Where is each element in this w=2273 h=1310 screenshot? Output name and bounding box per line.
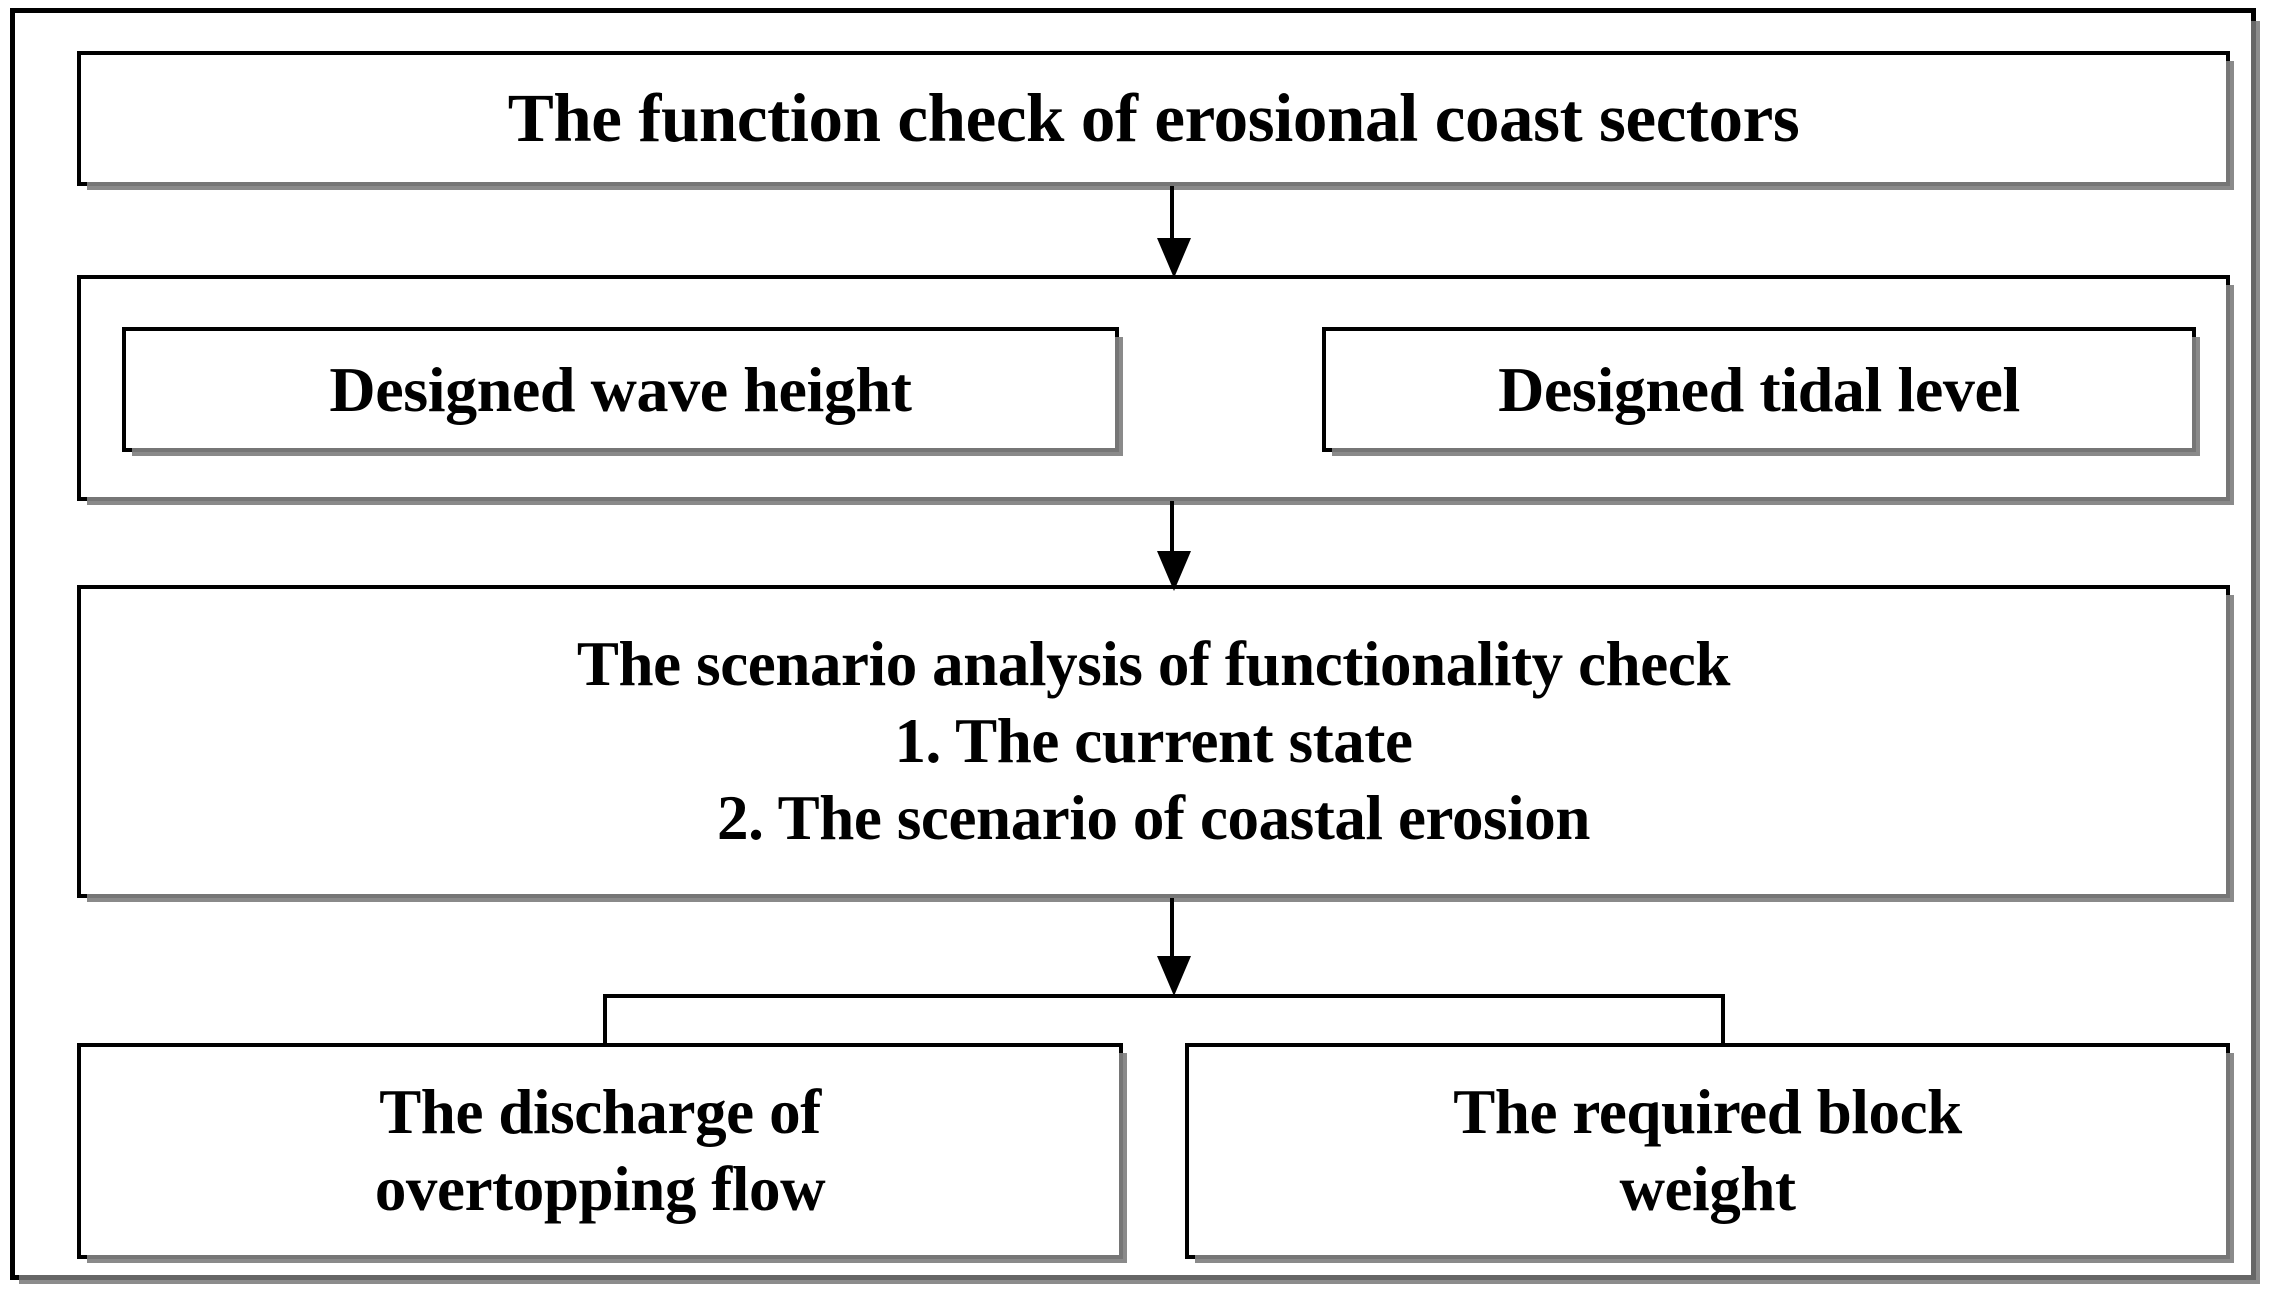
node-designed-wave-height-label: Designed wave height	[329, 353, 912, 425]
node-required-block-weight-line-1: The required block	[1453, 1077, 1962, 1148]
node-overtopping-discharge-line-2: overtopping flow	[374, 1154, 826, 1224]
connector-design-group-to-scenario-arrowhead	[1157, 551, 1191, 591]
connector-split-horizontal-bar	[603, 994, 1725, 998]
node-required-block-weight-line-2: weight	[1619, 1154, 1796, 1224]
node-designed-tidal-level[interactable]: Designed tidal level	[1322, 327, 2200, 456]
node-scenario-analysis-line-1: The scenario analysis of functionality c…	[576, 629, 1731, 700]
node-scenario-analysis[interactable]: The scenario analysis of functionality c…	[77, 585, 2234, 902]
node-designed-tidal-level-label: Designed tidal level	[1498, 353, 2020, 425]
node-scenario-analysis-line-2: 1. The current state	[894, 706, 1413, 777]
connector-design-group-to-scenario-line	[1170, 501, 1174, 556]
connector-split-right-branch	[1721, 994, 1725, 1046]
diagram-outer-frame: The function check of erosional coast se…	[10, 8, 2260, 1284]
node-overtopping-discharge[interactable]: The discharge of overtopping flow	[77, 1043, 1127, 1263]
node-designed-wave-height[interactable]: Designed wave height	[122, 327, 1123, 456]
node-required-block-weight-label: The required block weight	[1443, 1074, 1972, 1228]
connector-function-check-to-design-group-arrowhead	[1157, 238, 1191, 278]
connector-scenario-to-outputs-line	[1170, 898, 1174, 960]
node-overtopping-discharge-label: The discharge of overtopping flow	[365, 1074, 835, 1228]
connector-function-check-to-design-group-line	[1170, 186, 1174, 246]
node-scenario-analysis-label: The scenario analysis of functionality c…	[567, 626, 1740, 857]
node-scenario-analysis-line-3: 2. The scenario of coastal erosion	[716, 782, 1590, 853]
node-function-check-label: The function check of erosional coast se…	[507, 79, 1800, 156]
connector-scenario-to-outputs-arrowhead	[1157, 956, 1191, 996]
node-design-parameters-group: Designed wave height Designed tidal leve…	[77, 275, 2234, 505]
connector-split-left-branch	[603, 994, 607, 1046]
node-overtopping-discharge-line-1: The discharge of	[379, 1077, 821, 1148]
node-required-block-weight[interactable]: The required block weight	[1185, 1043, 2234, 1263]
node-function-check[interactable]: The function check of erosional coast se…	[77, 51, 2234, 190]
